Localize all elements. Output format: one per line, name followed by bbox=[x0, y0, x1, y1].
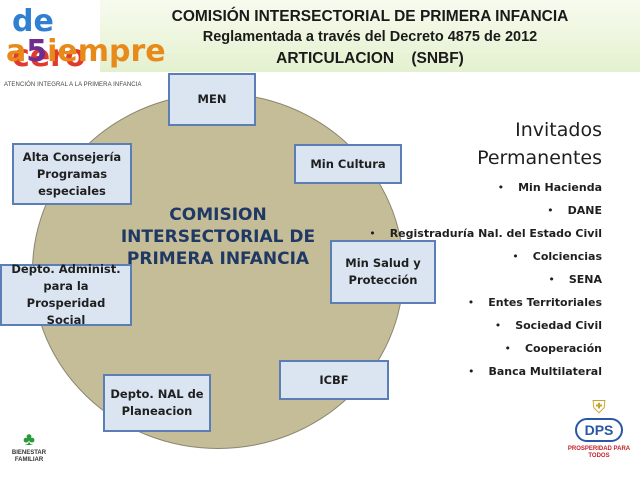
family-icon: ♣ bbox=[23, 429, 35, 449]
dps-label: DPS bbox=[574, 418, 624, 442]
member-min-cultura: Min Cultura bbox=[294, 144, 402, 184]
dps-logo: ⛨ DPS PROSPERIDAD PARA TODOS bbox=[562, 396, 636, 476]
logo-tagline: ATENCIÓN INTEGRAL A LA PRIMERA INFANCIA bbox=[4, 82, 142, 88]
invitados-heading-text: Invitados Permanentes bbox=[477, 119, 602, 169]
header-band bbox=[100, 0, 640, 72]
section-title: ARTICULACION (SNBF) bbox=[276, 50, 464, 67]
logo-line-2: a5iempre bbox=[6, 34, 166, 69]
list-item: Min Hacienda bbox=[369, 176, 602, 199]
list-item: Cooperación bbox=[369, 337, 602, 360]
dps-tagline: PROSPERIDAD PARA TODOS bbox=[567, 446, 631, 459]
list-item: Colciencias bbox=[369, 245, 602, 268]
list-item: Sociedad Civil bbox=[369, 314, 602, 337]
page-title: COMISIÓN INTERSECTORIAL DE PRIMERA INFAN… bbox=[171, 8, 569, 25]
list-item: Banca Multilateral bbox=[369, 360, 602, 383]
page-subtitle: Reglamentada a través del Decreto 4875 d… bbox=[202, 29, 538, 45]
bienestar-familiar-logo: ♣ BIENESTAR FAMILIAR bbox=[8, 428, 50, 474]
list-item: SENA bbox=[369, 268, 602, 291]
bienestar-label: BIENESTAR FAMILIAR bbox=[11, 450, 47, 463]
invitados-heading: Invitados Permanentes bbox=[402, 116, 602, 172]
shield-icon: ⛨ bbox=[592, 397, 606, 417]
list-item: DANE bbox=[369, 199, 602, 222]
list-item: Entes Territoriales bbox=[369, 291, 602, 314]
logo-line-1: de cero bbox=[12, 4, 86, 74]
member-alta-consejeria: Alta Consejería Programas especiales bbox=[12, 143, 132, 205]
de-cero-a-siempre-logo: de cero a5iempre ATENCIÓN INTEGRAL A LA … bbox=[4, 4, 166, 94]
member-men: MEN bbox=[168, 73, 256, 126]
member-dnp: Depto. NAL de Planeacion bbox=[103, 374, 211, 432]
member-dps: Depto. Administ. para la Prosperidad Soc… bbox=[0, 262, 132, 327]
invitados-list: Min Hacienda DANE Registraduría Nal. del… bbox=[369, 176, 602, 383]
list-item: Registraduría Nal. del Estado Civil bbox=[369, 222, 602, 245]
commission-label: COMISION INTERSECTORIAL DE PRIMERA INFAN… bbox=[120, 205, 316, 269]
